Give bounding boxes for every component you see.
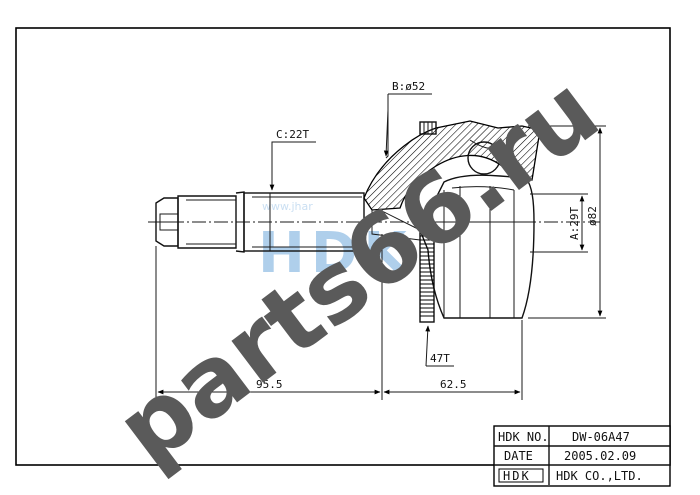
- label-outer-diameter: ø82: [586, 206, 599, 226]
- watermark: parts66.ru: [96, 54, 618, 486]
- label-length-shaft: 95.5: [256, 378, 283, 391]
- company-logo: HDK: [503, 469, 531, 483]
- label-abs-ring: 47T: [430, 352, 450, 365]
- joint-housing: [363, 120, 541, 319]
- background-logo-url: www.jhar: [262, 200, 313, 213]
- part-no-label: HDK NO.: [498, 430, 549, 444]
- label-spline-c: C:22T: [276, 128, 309, 141]
- label-length-joint: 62.5: [440, 378, 467, 391]
- date-value: 2005.02.09: [564, 449, 636, 463]
- drawing-border: [15, 27, 671, 466]
- dimension-lines: [155, 93, 606, 400]
- title-block: HDK NO. DW-06A47 DATE 2005.02.09 HDK HDK…: [493, 425, 671, 487]
- date-label: DATE: [504, 449, 533, 463]
- part-no-value: DW-06A47: [572, 430, 630, 444]
- shaft: [155, 191, 365, 253]
- label-spline-a: A:29T: [568, 207, 581, 240]
- dimension-labels: C:22T B:ø52 47T 95.5 62.5 A:29T ø82: [256, 80, 599, 391]
- company-name: HDK CO.,LTD.: [556, 469, 643, 483]
- abs-ring: [419, 227, 435, 323]
- label-spline-b: B:ø52: [392, 80, 425, 93]
